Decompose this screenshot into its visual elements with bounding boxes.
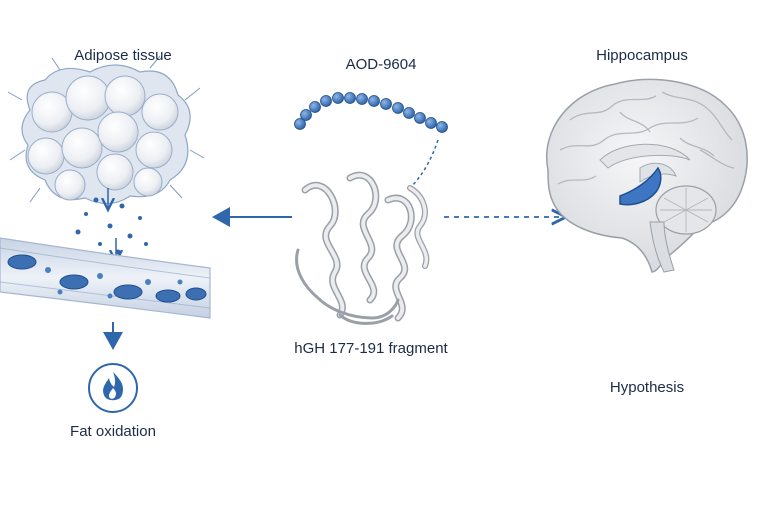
blood-vessel-icon — [0, 237, 211, 319]
adipose-tissue-label: Adipose tissue — [74, 47, 172, 64]
aod-9604-label: AOD-9604 — [345, 56, 417, 73]
hippocampus-label: Hippocampus — [596, 47, 688, 64]
hippocampus-highlight — [619, 166, 662, 206]
fat-oxidation-label: Fat oxidation — [70, 423, 156, 440]
brain-icon — [546, 78, 748, 273]
adipose-cluster-icon — [7, 55, 205, 205]
peptide-chain-icon — [294, 92, 448, 133]
protein-ribbon-icon — [295, 171, 430, 325]
peptide-link-dashed — [409, 139, 439, 189]
hgh-fragment-label: hGH 177-191 fragment — [294, 340, 448, 357]
hypothesis-label: Hypothesis — [609, 379, 685, 396]
flame-icon — [88, 363, 138, 413]
